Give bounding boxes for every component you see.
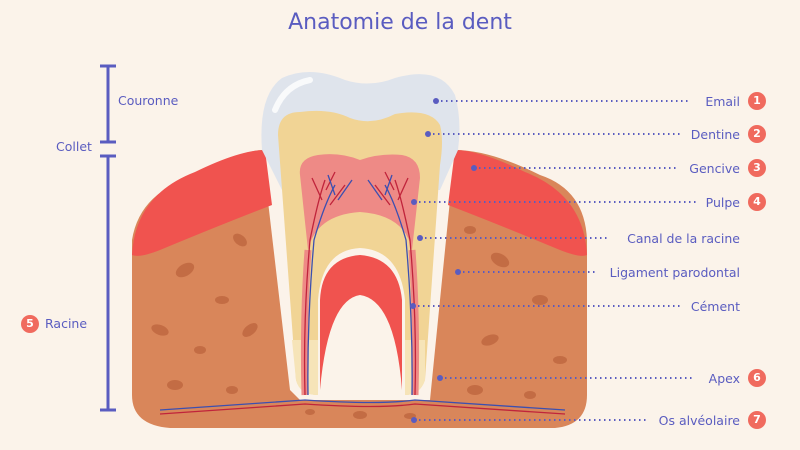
badge-4: 4 <box>748 193 766 211</box>
badge-1: 1 <box>748 92 766 110</box>
pointer-lines <box>413 100 696 421</box>
label-dentine: Dentine <box>690 127 740 142</box>
bone-speckles <box>151 226 567 419</box>
neck-label: Collet <box>56 139 92 154</box>
pointer-dots <box>410 98 477 423</box>
pulp <box>299 154 420 250</box>
label-pulpe: Pulpe <box>705 195 740 210</box>
crown-bracket <box>100 64 116 144</box>
label-ligament: Ligament parodontal <box>609 265 740 280</box>
label-gencive: Gencive <box>689 161 740 176</box>
crown-label: Couronne <box>118 93 179 108</box>
gum-right <box>448 150 587 256</box>
root-bracket <box>100 154 116 412</box>
cementum <box>292 340 425 395</box>
diagram-title: Anatomie de la dent <box>288 10 512 35</box>
label-cement: Cément <box>690 299 740 314</box>
label-os-alveolaire: Os alvéolaire <box>658 413 740 428</box>
inner-gum <box>320 255 402 390</box>
label-canal: Canal de la racine <box>627 231 740 246</box>
badge-3: 3 <box>748 159 766 177</box>
label-apex: Apex <box>708 371 740 386</box>
badge-6: 6 <box>748 369 766 387</box>
nerves <box>159 171 566 415</box>
badge-2: 2 <box>748 125 766 143</box>
badge-7: 7 <box>748 411 766 429</box>
label-email: Email <box>705 94 740 109</box>
gum-left <box>132 150 272 256</box>
alveolar-bone <box>132 150 587 428</box>
root-label: Racine <box>45 316 88 331</box>
root-badge: 5 <box>21 315 39 333</box>
